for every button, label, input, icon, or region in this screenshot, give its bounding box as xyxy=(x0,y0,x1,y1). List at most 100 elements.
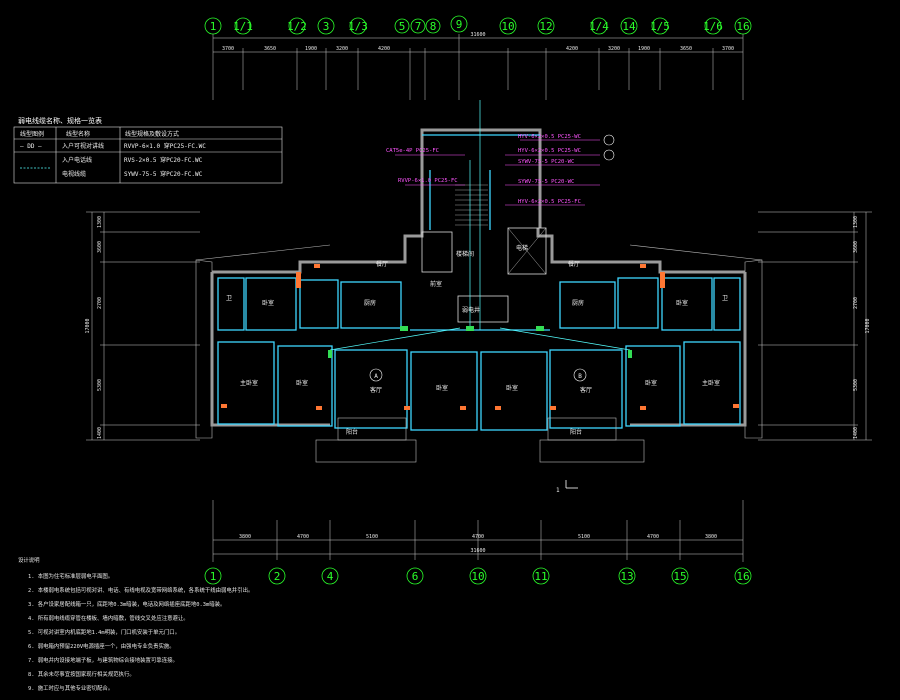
dimension-right xyxy=(758,211,872,441)
svg-text:4: 4 xyxy=(327,570,334,583)
room-labels: A B 客厅 客厅 主卧室 主卧室 卧室 卧室 卧室 卧室 卧室 卧室 厨房 厨… xyxy=(226,244,728,436)
svg-text:2700: 2700 xyxy=(97,297,103,309)
svg-text:2700: 2700 xyxy=(853,297,859,309)
legend-head: 线型名称 xyxy=(66,130,90,138)
svg-text:1: 1 xyxy=(556,487,560,494)
svg-text:10: 10 xyxy=(501,20,514,33)
dims-right-text: 1300 3600 2700 5300 1400 17000 xyxy=(853,216,871,439)
svg-text:卧室: 卧室 xyxy=(296,379,308,387)
svg-text:11: 11 xyxy=(534,570,547,583)
svg-text:1400: 1400 xyxy=(97,427,103,439)
dim-top-total: 31600 xyxy=(470,32,485,38)
weak-well xyxy=(457,295,509,323)
axis-bubble: 1/3 xyxy=(348,17,368,35)
axis-bubble: 1 xyxy=(204,17,222,35)
note-line: 7. 弱电井内设接地端子板，与建筑物综合接地装置可靠连接。 xyxy=(28,656,178,664)
wiring-routes xyxy=(329,100,631,351)
svg-text:RVVP-6×1.0 PC25-FC: RVVP-6×1.0 PC25-FC xyxy=(398,178,458,184)
svg-text:1/4: 1/4 xyxy=(589,20,609,33)
note-line: 1. 本图为住宅标准层弱电平面图。 xyxy=(28,572,113,580)
device-marks xyxy=(328,326,632,358)
legend-head: 线型图例 xyxy=(20,130,44,138)
svg-text:楼梯间: 楼梯间 xyxy=(456,250,474,258)
svg-text:14: 14 xyxy=(622,20,636,33)
axis-bubble: 1 xyxy=(204,567,222,585)
svg-text:3: 3 xyxy=(323,20,330,33)
svg-text:餐厅: 餐厅 xyxy=(376,260,388,268)
legend-spec: RVS-2×0.5 穿PC20-FC.WC xyxy=(124,156,203,164)
svg-text:4700: 4700 xyxy=(647,534,659,540)
svg-text:3700: 3700 xyxy=(722,46,734,52)
axis-bubble: 12 xyxy=(537,17,555,35)
svg-text:主卧室: 主卧室 xyxy=(240,379,258,387)
svg-text:1/3: 1/3 xyxy=(348,20,368,33)
svg-text:SYWV-75-5 PC20-WC: SYWV-75-5 PC20-WC xyxy=(518,179,574,185)
axis-bubble: 8 xyxy=(425,18,441,34)
svg-text:A: A xyxy=(374,373,378,380)
legend-name: 电视线缆 xyxy=(62,170,86,178)
legend-spec: RVVP-6×1.0 穿PC25-FC.WC xyxy=(124,142,206,150)
svg-text:卧室: 卧室 xyxy=(506,384,518,392)
svg-text:SYWV-75-5 PC20-WC: SYWV-75-5 PC20-WC xyxy=(518,159,574,165)
axis-bubble: 1/6 xyxy=(703,17,723,35)
svg-text:阳台: 阳台 xyxy=(346,428,358,436)
dimension-bottom xyxy=(212,500,744,562)
svg-text:客厅: 客厅 xyxy=(580,386,592,394)
legend-spec: SYWV-75-5 穿PC20-FC.WC xyxy=(124,170,203,178)
elevator-left xyxy=(421,231,453,273)
svg-text:B: B xyxy=(578,373,582,380)
svg-text:3200: 3200 xyxy=(608,46,620,52)
legend-head: 线型规格及敷设方式 xyxy=(125,130,179,138)
design-notes: 设计说明 1. 本图为住宅标准层弱电平面图。 2. 本楼弱电系统包括可视对讲、电… xyxy=(18,556,253,692)
axis-bubble: 11 xyxy=(532,567,550,585)
axis-bubble: 16 xyxy=(734,17,752,35)
cable-labels: HYV-6×2×0.5 PC25-WC HYV-6×2×0.5 PC25-WC … xyxy=(386,134,581,205)
dims-left-text: 1300 3600 2700 5300 1400 17000 xyxy=(85,216,103,439)
svg-text:13: 13 xyxy=(620,570,633,583)
axis-bubbles-bottom: 1 2 4 6 10 11 13 15 16 xyxy=(204,567,752,585)
svg-text:1900: 1900 xyxy=(638,46,650,52)
svg-text:31600: 31600 xyxy=(470,548,485,554)
svg-text:阳台: 阳台 xyxy=(570,428,582,436)
outlet-marks xyxy=(221,264,739,410)
axis-bubble: 1/1 xyxy=(233,17,253,35)
note-line: 4. 所有弱电线缆穿管在楼板、墙内暗敷，管线交叉处应注意避让。 xyxy=(28,614,189,622)
axis-bubble: 10 xyxy=(499,17,517,35)
cable-leaders xyxy=(395,139,600,206)
svg-text:5100: 5100 xyxy=(366,534,378,540)
svg-text:5: 5 xyxy=(399,20,406,33)
svg-text:5300: 5300 xyxy=(97,379,103,391)
dims-bottom-text: 3800 4700 5100 4700 5100 4700 3800 31600 xyxy=(239,534,717,554)
svg-text:1300: 1300 xyxy=(97,216,103,228)
svg-text:4200: 4200 xyxy=(566,46,578,52)
axis-bubble: 5 xyxy=(394,18,410,34)
svg-text:餐厅: 餐厅 xyxy=(568,260,580,268)
axis-bubble: 2 xyxy=(268,567,286,585)
svg-text:弱电井: 弱电井 xyxy=(462,306,480,314)
svg-text:17000: 17000 xyxy=(85,318,91,333)
note-line: 9. 施工时应与其他专业密切配合。 xyxy=(28,684,113,692)
svg-text:主卧室: 主卧室 xyxy=(702,379,720,387)
svg-text:16: 16 xyxy=(736,570,749,583)
axis-bubble: 3 xyxy=(317,17,335,35)
legend-name: 入户可视对讲线 xyxy=(62,142,104,150)
note-line: 2. 本楼弱电系统包括可视对讲、电话、有线电视及宽带网络系统，各系统干线由弱电井… xyxy=(28,586,253,594)
svg-text:3600: 3600 xyxy=(97,241,103,253)
axis-bubble: 1/4 xyxy=(589,17,609,35)
svg-text:5300: 5300 xyxy=(853,379,859,391)
legend-name: 入户电话线 xyxy=(62,156,92,164)
svg-text:卫: 卫 xyxy=(722,295,728,302)
svg-text:17000: 17000 xyxy=(865,318,871,333)
svg-text:厨房: 厨房 xyxy=(364,299,376,307)
svg-text:3200: 3200 xyxy=(336,46,348,52)
axis-bubble: 14 xyxy=(620,17,638,35)
svg-text:前室: 前室 xyxy=(430,280,442,288)
svg-text:3600: 3600 xyxy=(853,241,859,253)
svg-text:5100: 5100 xyxy=(578,534,590,540)
svg-text:1: 1 xyxy=(210,570,217,583)
svg-text:HYV-6×2×0.5 PC25-WC: HYV-6×2×0.5 PC25-WC xyxy=(518,148,581,154)
dimension-top xyxy=(212,34,744,100)
svg-text:电梯: 电梯 xyxy=(516,244,528,252)
svg-text:1/5: 1/5 xyxy=(650,20,670,33)
